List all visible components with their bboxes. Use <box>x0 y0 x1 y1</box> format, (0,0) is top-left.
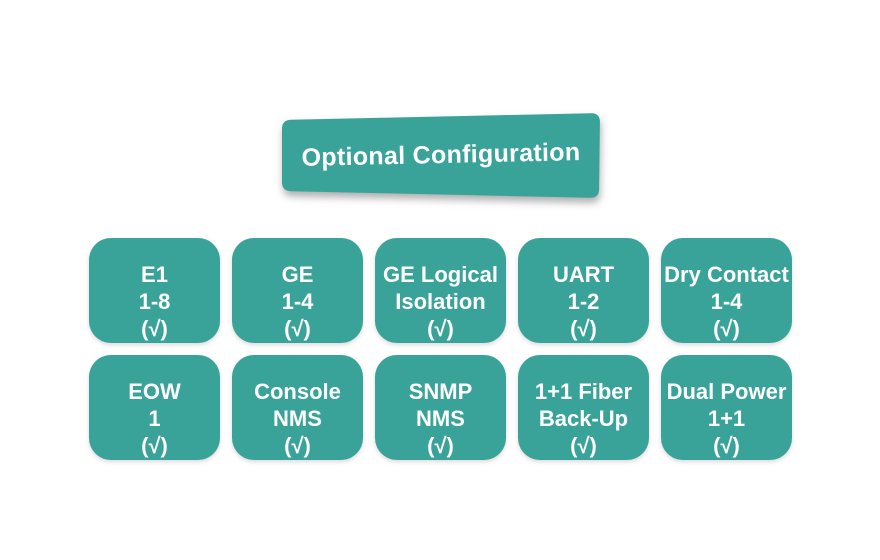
box-line: UART <box>552 262 615 287</box>
box-check-line: (√) <box>284 433 311 458</box>
box-line: SNMP <box>408 379 473 404</box>
box-line: Console <box>254 379 341 404</box>
box-line: Isolation <box>395 289 486 314</box>
box-line: GE <box>281 262 314 287</box>
box-check-line: (√) <box>427 316 454 341</box>
option-box-ge-logical-isolation: GE Logical Isolation (√) <box>375 238 506 343</box>
box-check-line: (√) <box>713 433 740 458</box>
box-line: GE Logical <box>383 262 498 287</box>
option-box-dual-power: Dual Power 1+1 (√) <box>661 355 792 460</box>
option-box-ge: GE 1-4 (√) <box>232 238 363 343</box>
box-check-line: (√) <box>427 433 454 458</box>
box-line: 1-8 <box>138 289 171 314</box>
box-check-line: (√) <box>570 433 597 458</box>
option-box-dry-contact: Dry Contact 1-4 (√) <box>661 238 792 343</box>
option-box-snmp-nms: SNMP NMS (√) <box>375 355 506 460</box>
diagram-title: Optional Configuration <box>301 137 581 172</box>
box-line: NMS <box>273 406 322 431</box>
option-box-console-nms: Console NMS (√) <box>232 355 363 460</box>
box-check-line: (√) <box>141 316 168 341</box>
box-line: 1+1 <box>707 406 746 431</box>
option-box-fiber-backup: 1+1 Fiber Back-Up (√) <box>518 355 649 460</box>
box-line: EOW <box>128 379 181 404</box>
option-grid: E1 1-8 (√) GE 1-4 (√) GE Logical Isolati… <box>89 238 792 460</box>
banner-shape <box>282 113 600 198</box>
box-check-line: (√) <box>713 316 740 341</box>
option-box-eow: EOW 1 (√) <box>89 355 220 460</box>
box-line: 1 <box>148 406 161 431</box>
box-check-line: (√) <box>570 316 597 341</box>
title-banner: Optional Configuration <box>278 108 604 202</box>
option-box-e1: E1 1-8 (√) <box>89 238 220 343</box>
box-line: Dual Power <box>666 379 787 404</box>
box-line: 1-4 <box>281 289 314 314</box>
box-line: Back-Up <box>538 406 629 431</box>
box-line: NMS <box>416 406 465 431</box>
box-check-line: (√) <box>141 433 168 458</box>
option-box-uart: UART 1-2 (√) <box>518 238 649 343</box>
box-line: 1-2 <box>567 289 600 314</box>
box-line: E1 <box>141 262 168 287</box>
box-line: 1-4 <box>710 289 743 314</box>
box-line: Dry Contact <box>664 262 789 287</box>
box-check-line: (√) <box>284 316 311 341</box>
box-line: 1+1 Fiber <box>534 379 633 404</box>
